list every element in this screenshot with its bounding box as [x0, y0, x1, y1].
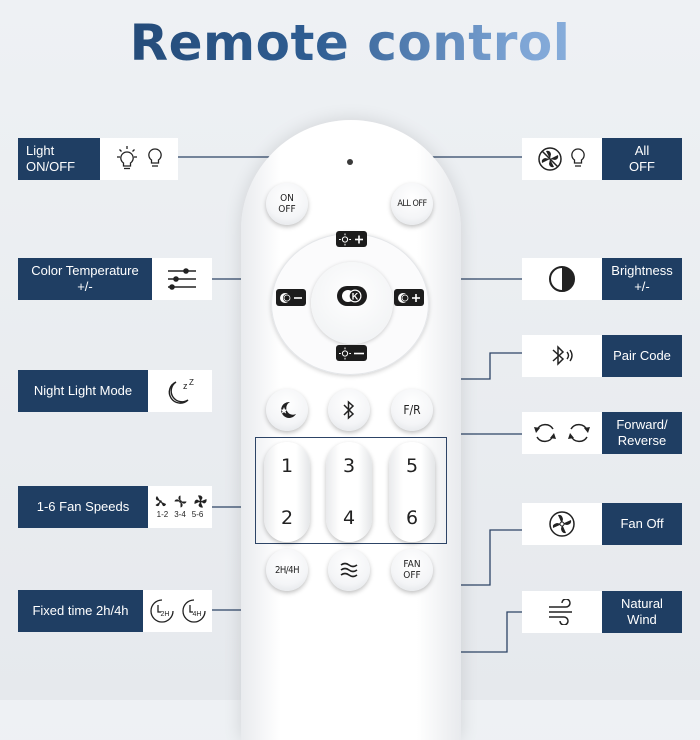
timer-4h-icon: 4H	[180, 597, 208, 625]
light-icons	[100, 138, 178, 180]
label-natural-wind: Natural Wind	[602, 591, 682, 633]
fan-off-icon	[538, 147, 562, 171]
label-fixed-time: Fixed time 2h/4h	[18, 590, 143, 632]
bulb-on-icon	[117, 146, 137, 170]
svg-text:z: z	[183, 381, 188, 391]
svg-text:K: K	[352, 292, 359, 302]
all-off-button[interactable]: ALL OFF	[391, 183, 433, 225]
brightness-minus-icon	[339, 347, 364, 359]
natural-wind-icon-box	[522, 591, 602, 633]
label-brightness: Brightness +/-	[602, 258, 682, 300]
sliders-icon	[168, 268, 196, 290]
label-all-off: All OFF	[602, 138, 682, 180]
svg-text:Z: Z	[189, 378, 194, 387]
color-temp-down-button[interactable]	[276, 289, 306, 306]
key-label-6: 6	[405, 507, 419, 529]
fan-speed-key-3-4[interactable]	[326, 442, 372, 542]
fan-circle-icon	[549, 511, 575, 537]
color-temp-icon-box	[152, 258, 212, 300]
fan-low-icon	[155, 496, 166, 507]
fan-speed-keys-frame	[255, 437, 447, 544]
forward-reverse-button[interactable]: F/R	[391, 389, 433, 431]
fan-off-button[interactable]: FAN OFF	[391, 549, 433, 591]
fan-range-1-2: 1-2	[156, 510, 169, 519]
moon-sleep-icon: z Z	[168, 378, 194, 404]
night-light-button[interactable]	[266, 389, 308, 431]
pair-code-icon-box	[522, 335, 602, 377]
label-color-temperature: Color Temperature +/-	[18, 258, 152, 300]
timer-icon-box: 2H 4H	[143, 590, 212, 632]
color-temp-cycle-button[interactable]: K	[337, 286, 367, 306]
wave-icon	[340, 562, 358, 578]
wind-icon	[549, 599, 572, 625]
label-forward-reverse: Forward/ Reverse	[602, 412, 682, 454]
key-label-2: 2	[280, 507, 294, 529]
fan-high-icon	[193, 495, 207, 508]
label-light-onoff: Light ON/OFF	[18, 138, 108, 180]
fan-off-icon-box	[522, 503, 602, 545]
contrast-icon	[549, 266, 575, 292]
color-temp-up-button[interactable]	[394, 289, 424, 306]
fan-speeds-icon-box: 1-2 3-4 5-6	[148, 486, 212, 528]
label-night-light-mode: Night Light Mode	[18, 370, 148, 412]
bulb-off-icon	[148, 148, 162, 167]
fan-speed-key-5-6[interactable]	[389, 442, 435, 542]
key-label-3: 3	[342, 455, 356, 477]
indicator-led	[347, 159, 353, 165]
key-label-5: 5	[405, 455, 419, 477]
bulb-icon	[571, 148, 585, 167]
forward-reverse-icon-box	[522, 412, 602, 454]
bluetooth-signal-icon	[552, 345, 573, 366]
label-pair-code: Pair Code	[602, 335, 682, 377]
fan-speed-key-1-2[interactable]	[264, 442, 310, 542]
fan-medium-icon	[174, 495, 186, 508]
key-label-1: 1	[280, 455, 294, 477]
on-off-button[interactable]: ON OFF	[266, 183, 308, 225]
brightness-down-button[interactable]	[336, 345, 367, 361]
night-light-icon-box: z Z	[148, 370, 212, 412]
pair-button[interactable]	[328, 389, 370, 431]
color-temp-icon: K	[342, 289, 362, 303]
brightness-icon-box	[522, 258, 602, 300]
color-temp-minus-icon	[280, 292, 302, 303]
natural-wind-button[interactable]	[328, 549, 370, 591]
fan-range-3-4: 3-4	[174, 510, 186, 519]
brightness-plus-icon	[339, 233, 363, 245]
color-temp-plus-icon	[398, 292, 420, 303]
timer-2h-icon: 2H	[148, 597, 176, 625]
key-label-4: 4	[342, 507, 356, 529]
fan-range-5-6: 5-6	[191, 510, 204, 519]
label-fan-off: Fan Off	[602, 503, 682, 545]
timer-button[interactable]: 2H/4H	[266, 549, 308, 591]
moon-star-icon	[280, 401, 296, 418]
all-off-icon-box	[522, 138, 602, 180]
bluetooth-icon	[343, 400, 355, 420]
brightness-up-button[interactable]	[336, 231, 367, 247]
rotate-counterclockwise-icon	[534, 423, 556, 443]
label-fan-speeds: 1-6 Fan Speeds	[18, 486, 148, 528]
rotate-clockwise-icon	[568, 423, 590, 443]
page-title: Remote control	[0, 14, 700, 72]
